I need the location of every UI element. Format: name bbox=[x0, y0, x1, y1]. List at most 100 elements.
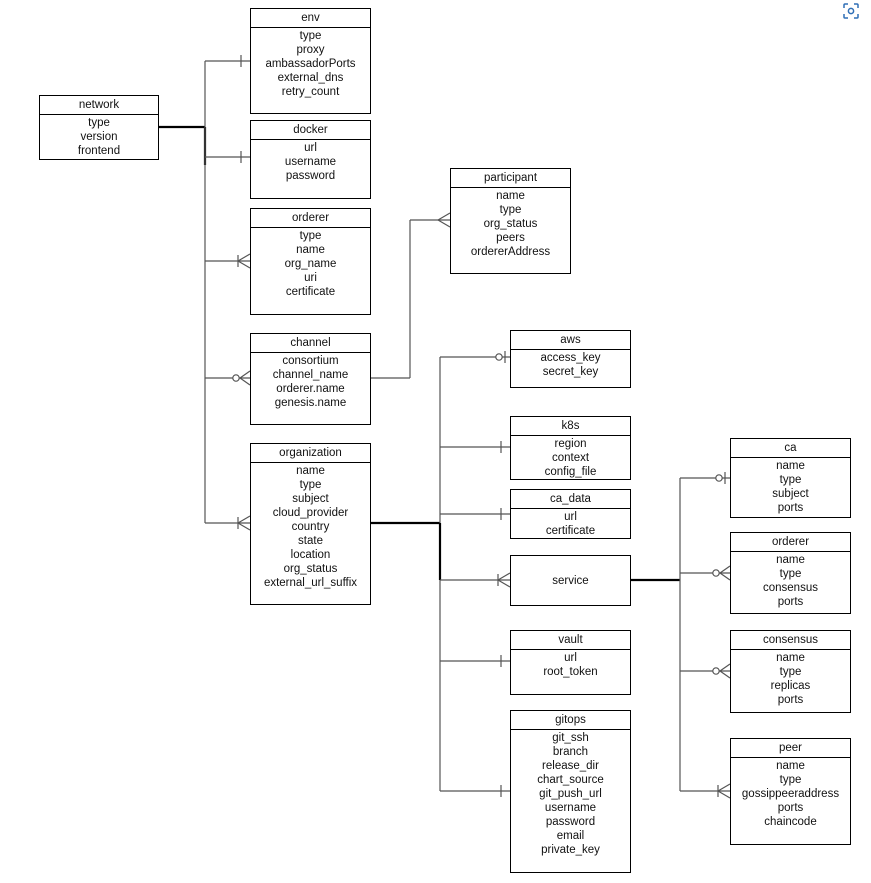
many-marker bbox=[237, 522, 251, 531]
entity-field: name bbox=[776, 460, 805, 472]
entity-field: orderer.name bbox=[276, 383, 345, 395]
entity-field: root_token bbox=[543, 666, 598, 678]
entity-title: gitops bbox=[511, 711, 630, 730]
entity-field: type bbox=[299, 230, 322, 242]
entity-field: subject bbox=[292, 493, 329, 505]
entity-field: country bbox=[291, 521, 330, 533]
entity-field: type bbox=[779, 568, 802, 580]
entity-field: private_key bbox=[541, 844, 600, 856]
many-marker bbox=[239, 377, 251, 386]
entity-field: name bbox=[776, 652, 805, 664]
focus-scan-icon bbox=[843, 3, 859, 19]
entity-vault[interactable]: vault url root_token bbox=[510, 630, 631, 695]
entity-field: ambassadorPorts bbox=[265, 58, 356, 70]
entity-field: name bbox=[296, 465, 325, 477]
entity-field: context bbox=[551, 452, 590, 464]
entity-field: password bbox=[545, 816, 596, 828]
many-marker bbox=[237, 253, 251, 262]
focus-scan-button[interactable] bbox=[836, 0, 866, 22]
entity-field: git_push_url bbox=[539, 788, 602, 800]
entity-field: retry_count bbox=[281, 86, 340, 98]
entity-title: peer bbox=[731, 739, 850, 758]
entity-service[interactable]: service bbox=[510, 555, 631, 606]
entity-field: certificate bbox=[285, 286, 336, 298]
optional-marker bbox=[232, 374, 240, 382]
entity-field: password bbox=[285, 170, 336, 182]
many-marker bbox=[237, 515, 251, 524]
entity-field: version bbox=[80, 131, 118, 143]
entity-field: chaincode bbox=[764, 816, 817, 828]
entity-field: username bbox=[544, 802, 597, 814]
entity-field: chart_source bbox=[537, 774, 604, 786]
entity-field: ports bbox=[777, 802, 804, 814]
entity-field: type bbox=[88, 117, 110, 129]
optional-marker bbox=[712, 569, 720, 577]
entity-field: name bbox=[296, 244, 325, 256]
optional-marker bbox=[712, 667, 720, 675]
entity-field: region bbox=[554, 438, 587, 450]
entity-title: vault bbox=[511, 631, 630, 650]
entity-field: peers bbox=[496, 232, 525, 244]
entity-title: orderer bbox=[731, 533, 850, 552]
many-marker bbox=[437, 212, 451, 221]
entity-field: type bbox=[299, 30, 322, 42]
entity-field: consortium bbox=[282, 355, 339, 367]
entity-title: organization bbox=[251, 444, 370, 463]
many-marker bbox=[437, 219, 451, 228]
service-label: service bbox=[552, 574, 589, 587]
many-marker bbox=[497, 579, 511, 588]
entity-field: type bbox=[779, 774, 802, 786]
entity-field: uri bbox=[304, 272, 317, 284]
optional-marker bbox=[715, 474, 723, 482]
entity-title: network bbox=[40, 96, 158, 115]
entity-field: location bbox=[290, 549, 331, 561]
optional-marker bbox=[495, 353, 503, 361]
many-marker bbox=[717, 790, 731, 799]
entity-title: k8s bbox=[511, 417, 630, 436]
many-marker bbox=[719, 565, 731, 574]
entity-field: name bbox=[776, 760, 805, 772]
many-marker bbox=[497, 572, 511, 581]
entity-title: channel bbox=[251, 334, 370, 353]
entity-field: name bbox=[776, 554, 805, 566]
many-marker bbox=[237, 260, 251, 269]
entity-title: aws bbox=[511, 331, 630, 350]
entity-field: email bbox=[556, 830, 585, 842]
entity-field: type bbox=[299, 479, 322, 491]
entity-field: release_dir bbox=[542, 760, 599, 772]
entity-field: ports bbox=[777, 596, 804, 608]
entity-field: type bbox=[779, 474, 802, 486]
entity-field: url bbox=[564, 652, 577, 664]
entity-field: git_ssh bbox=[552, 732, 589, 744]
entity-field: secret_key bbox=[542, 366, 599, 378]
entity-title: participant bbox=[451, 169, 570, 188]
many-marker bbox=[719, 663, 731, 672]
entity-field: certificate bbox=[545, 525, 596, 537]
